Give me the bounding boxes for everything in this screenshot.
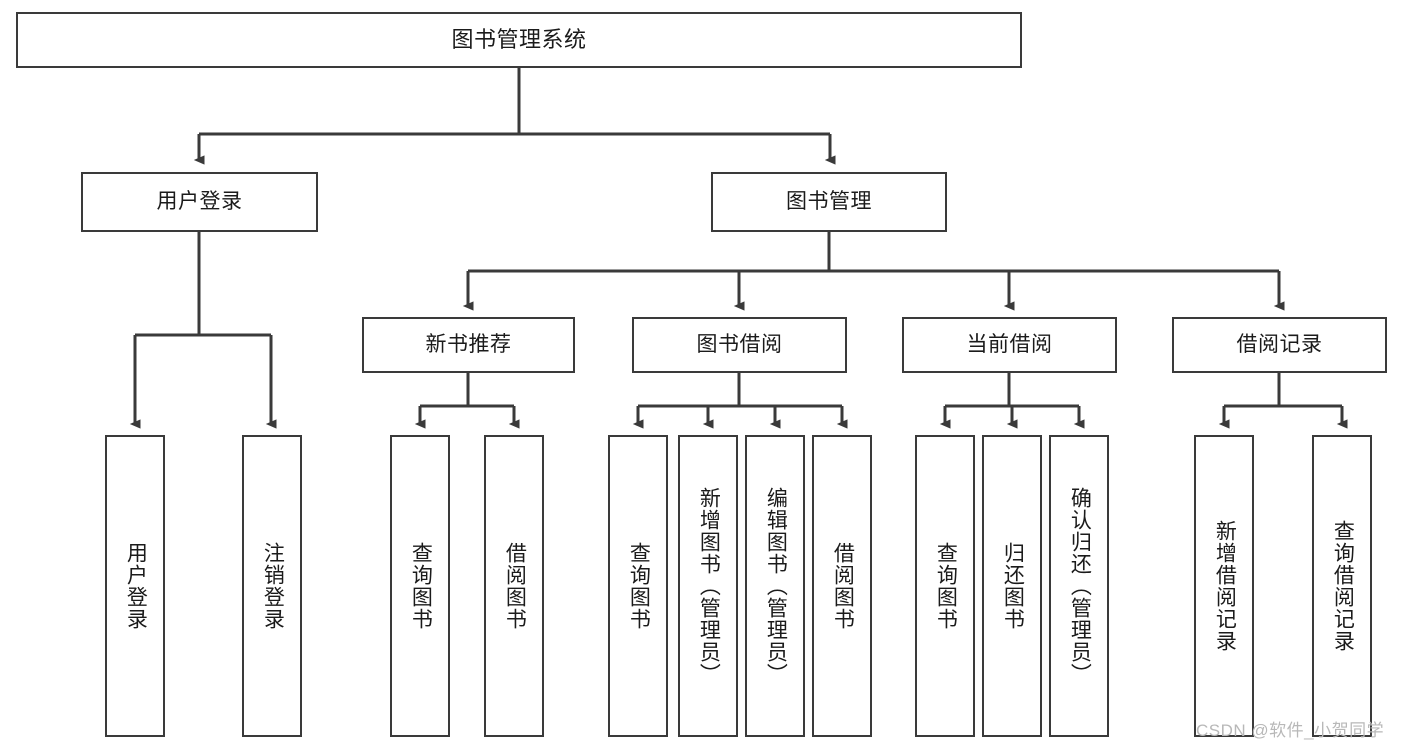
leaf-query-book-3-label: 查询图书: [934, 542, 958, 630]
leaf-query-book-3[interactable]: 查询图书: [915, 435, 975, 737]
node-book-borrow-label: 图书借阅: [696, 333, 783, 357]
leaf-borrow-book-1-label: 借阅图书: [503, 542, 527, 630]
node-user-login-label: 用户登录: [156, 190, 243, 214]
leaf-query-book-1-label: 查询图书: [409, 542, 433, 630]
node-user-login[interactable]: 用户登录: [81, 172, 318, 232]
leaf-user-logout[interactable]: 注销登录: [242, 435, 302, 737]
node-current-borrow[interactable]: 当前借阅: [902, 317, 1117, 373]
leaf-user-login[interactable]: 用户登录: [105, 435, 165, 737]
node-root-label: 图书管理系统: [451, 26, 587, 52]
leaf-borrow-book-1[interactable]: 借阅图书: [484, 435, 544, 737]
leaf-return-book-label: 归还图书: [1001, 542, 1025, 630]
leaf-query-record[interactable]: 查询借阅记录: [1312, 435, 1372, 737]
leaf-add-record[interactable]: 新增借阅记录: [1194, 435, 1254, 737]
leaf-edit-book[interactable]: 编辑图书（管理员）: [745, 435, 805, 737]
leaf-query-record-label: 查询借阅记录: [1331, 520, 1355, 652]
leaf-query-book-2[interactable]: 查询图书: [608, 435, 668, 737]
leaf-borrow-book-2-label: 借阅图书: [831, 542, 855, 630]
leaf-add-book[interactable]: 新增图书（管理员）: [678, 435, 738, 737]
leaf-user-logout-label: 注销登录: [261, 542, 285, 630]
leaf-edit-book-label: 编辑图书（管理员）: [764, 487, 788, 685]
leaf-query-book-1[interactable]: 查询图书: [390, 435, 450, 737]
leaf-confirm-return[interactable]: 确认归还（管理员）: [1049, 435, 1109, 737]
node-borrow-record[interactable]: 借阅记录: [1172, 317, 1387, 373]
node-book-manage[interactable]: 图书管理: [711, 172, 947, 232]
watermark: CSDN @软件_小贺同学: [1196, 716, 1384, 741]
leaf-add-record-label: 新增借阅记录: [1213, 520, 1237, 652]
node-new-book-recommend-label: 新书推荐: [425, 333, 512, 357]
node-borrow-record-label: 借阅记录: [1236, 333, 1323, 357]
watermark-text: CSDN @软件_小贺同学: [1196, 721, 1385, 740]
node-new-book-recommend[interactable]: 新书推荐: [362, 317, 575, 373]
leaf-confirm-return-label: 确认归还（管理员）: [1068, 487, 1092, 685]
leaf-add-book-label: 新增图书（管理员）: [697, 487, 721, 685]
leaf-return-book[interactable]: 归还图书: [982, 435, 1042, 737]
node-root[interactable]: 图书管理系统: [16, 12, 1022, 68]
node-book-borrow[interactable]: 图书借阅: [632, 317, 847, 373]
leaf-query-book-2-label: 查询图书: [627, 542, 651, 630]
node-current-borrow-label: 当前借阅: [966, 333, 1053, 357]
node-book-manage-label: 图书管理: [786, 190, 872, 214]
leaf-borrow-book-2[interactable]: 借阅图书: [812, 435, 872, 737]
leaf-user-login-label: 用户登录: [124, 542, 148, 630]
